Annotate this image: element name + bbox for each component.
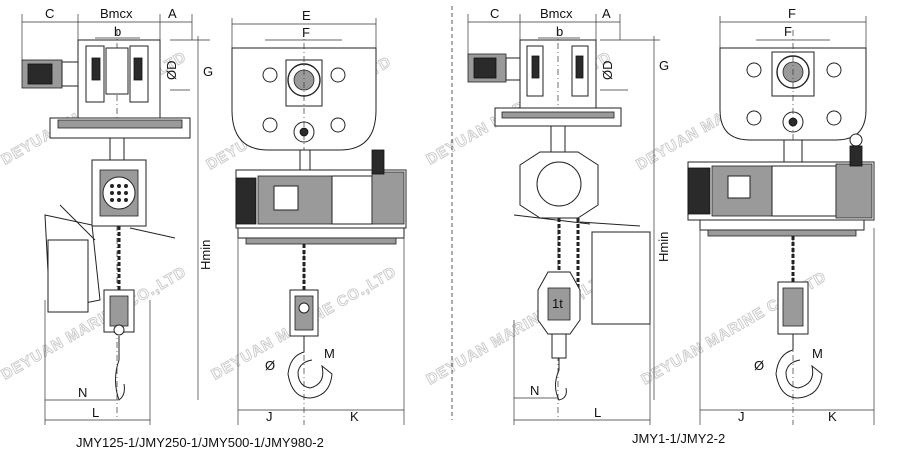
- view2-label-M: M: [324, 346, 335, 361]
- view3-label-L: L: [594, 405, 601, 420]
- view2-label-J: J: [266, 409, 273, 424]
- view4-label-K: K: [828, 409, 837, 424]
- view1-label-G: G: [203, 64, 213, 79]
- view1-label-C: C: [45, 6, 54, 21]
- view2-label-phi: Ø: [265, 358, 275, 373]
- view4-label-J: J: [738, 409, 745, 424]
- view4-label-M: M: [812, 346, 823, 361]
- view1-label-Hmin: Hmin: [198, 240, 213, 270]
- view2-label-F: F: [302, 25, 310, 40]
- view1-label-L: L: [92, 405, 99, 420]
- view1-label-A: A: [168, 6, 177, 21]
- view4-label-phi: Ø: [754, 358, 764, 373]
- view3-label-A: A: [602, 6, 611, 21]
- view4-label-F-inner: F: [784, 24, 792, 39]
- view1-label-b: b: [114, 24, 121, 39]
- view3-side-view: C Bmcx A b 1t ØD: [467, 6, 671, 425]
- view4-front-view: F F Ø M: [687, 6, 875, 425]
- caption-left: JMY125-1/JMY250-1/JMY500-1/JMY980-2: [76, 435, 324, 450]
- view1-label-N: N: [78, 385, 87, 400]
- view3-label-G: G: [659, 58, 669, 73]
- view4-label-F-outer: F: [788, 6, 796, 21]
- view3-label-Hmin: Hmin: [656, 232, 671, 262]
- caption-right: JMY1-1/JMY2-2: [632, 431, 725, 446]
- view3-label-Bmcx: Bmcx: [540, 6, 573, 21]
- view3-label-N: N: [530, 383, 539, 398]
- view2-label-K: K: [350, 409, 359, 424]
- view3-hook-plate: 1t: [552, 296, 563, 311]
- view1-label-Bmcx: Bmcx: [100, 6, 133, 21]
- view3-label-b: b: [556, 24, 563, 39]
- view3-label-C: C: [490, 6, 499, 21]
- view1-side-view: C Bmcx A b: [21, 6, 213, 425]
- view2-front-view: E F Ø M: [231, 8, 407, 425]
- view3-label-D: ØD: [600, 61, 615, 81]
- view1-label-D: ØD: [164, 61, 179, 81]
- view2-label-E: E: [302, 8, 311, 23]
